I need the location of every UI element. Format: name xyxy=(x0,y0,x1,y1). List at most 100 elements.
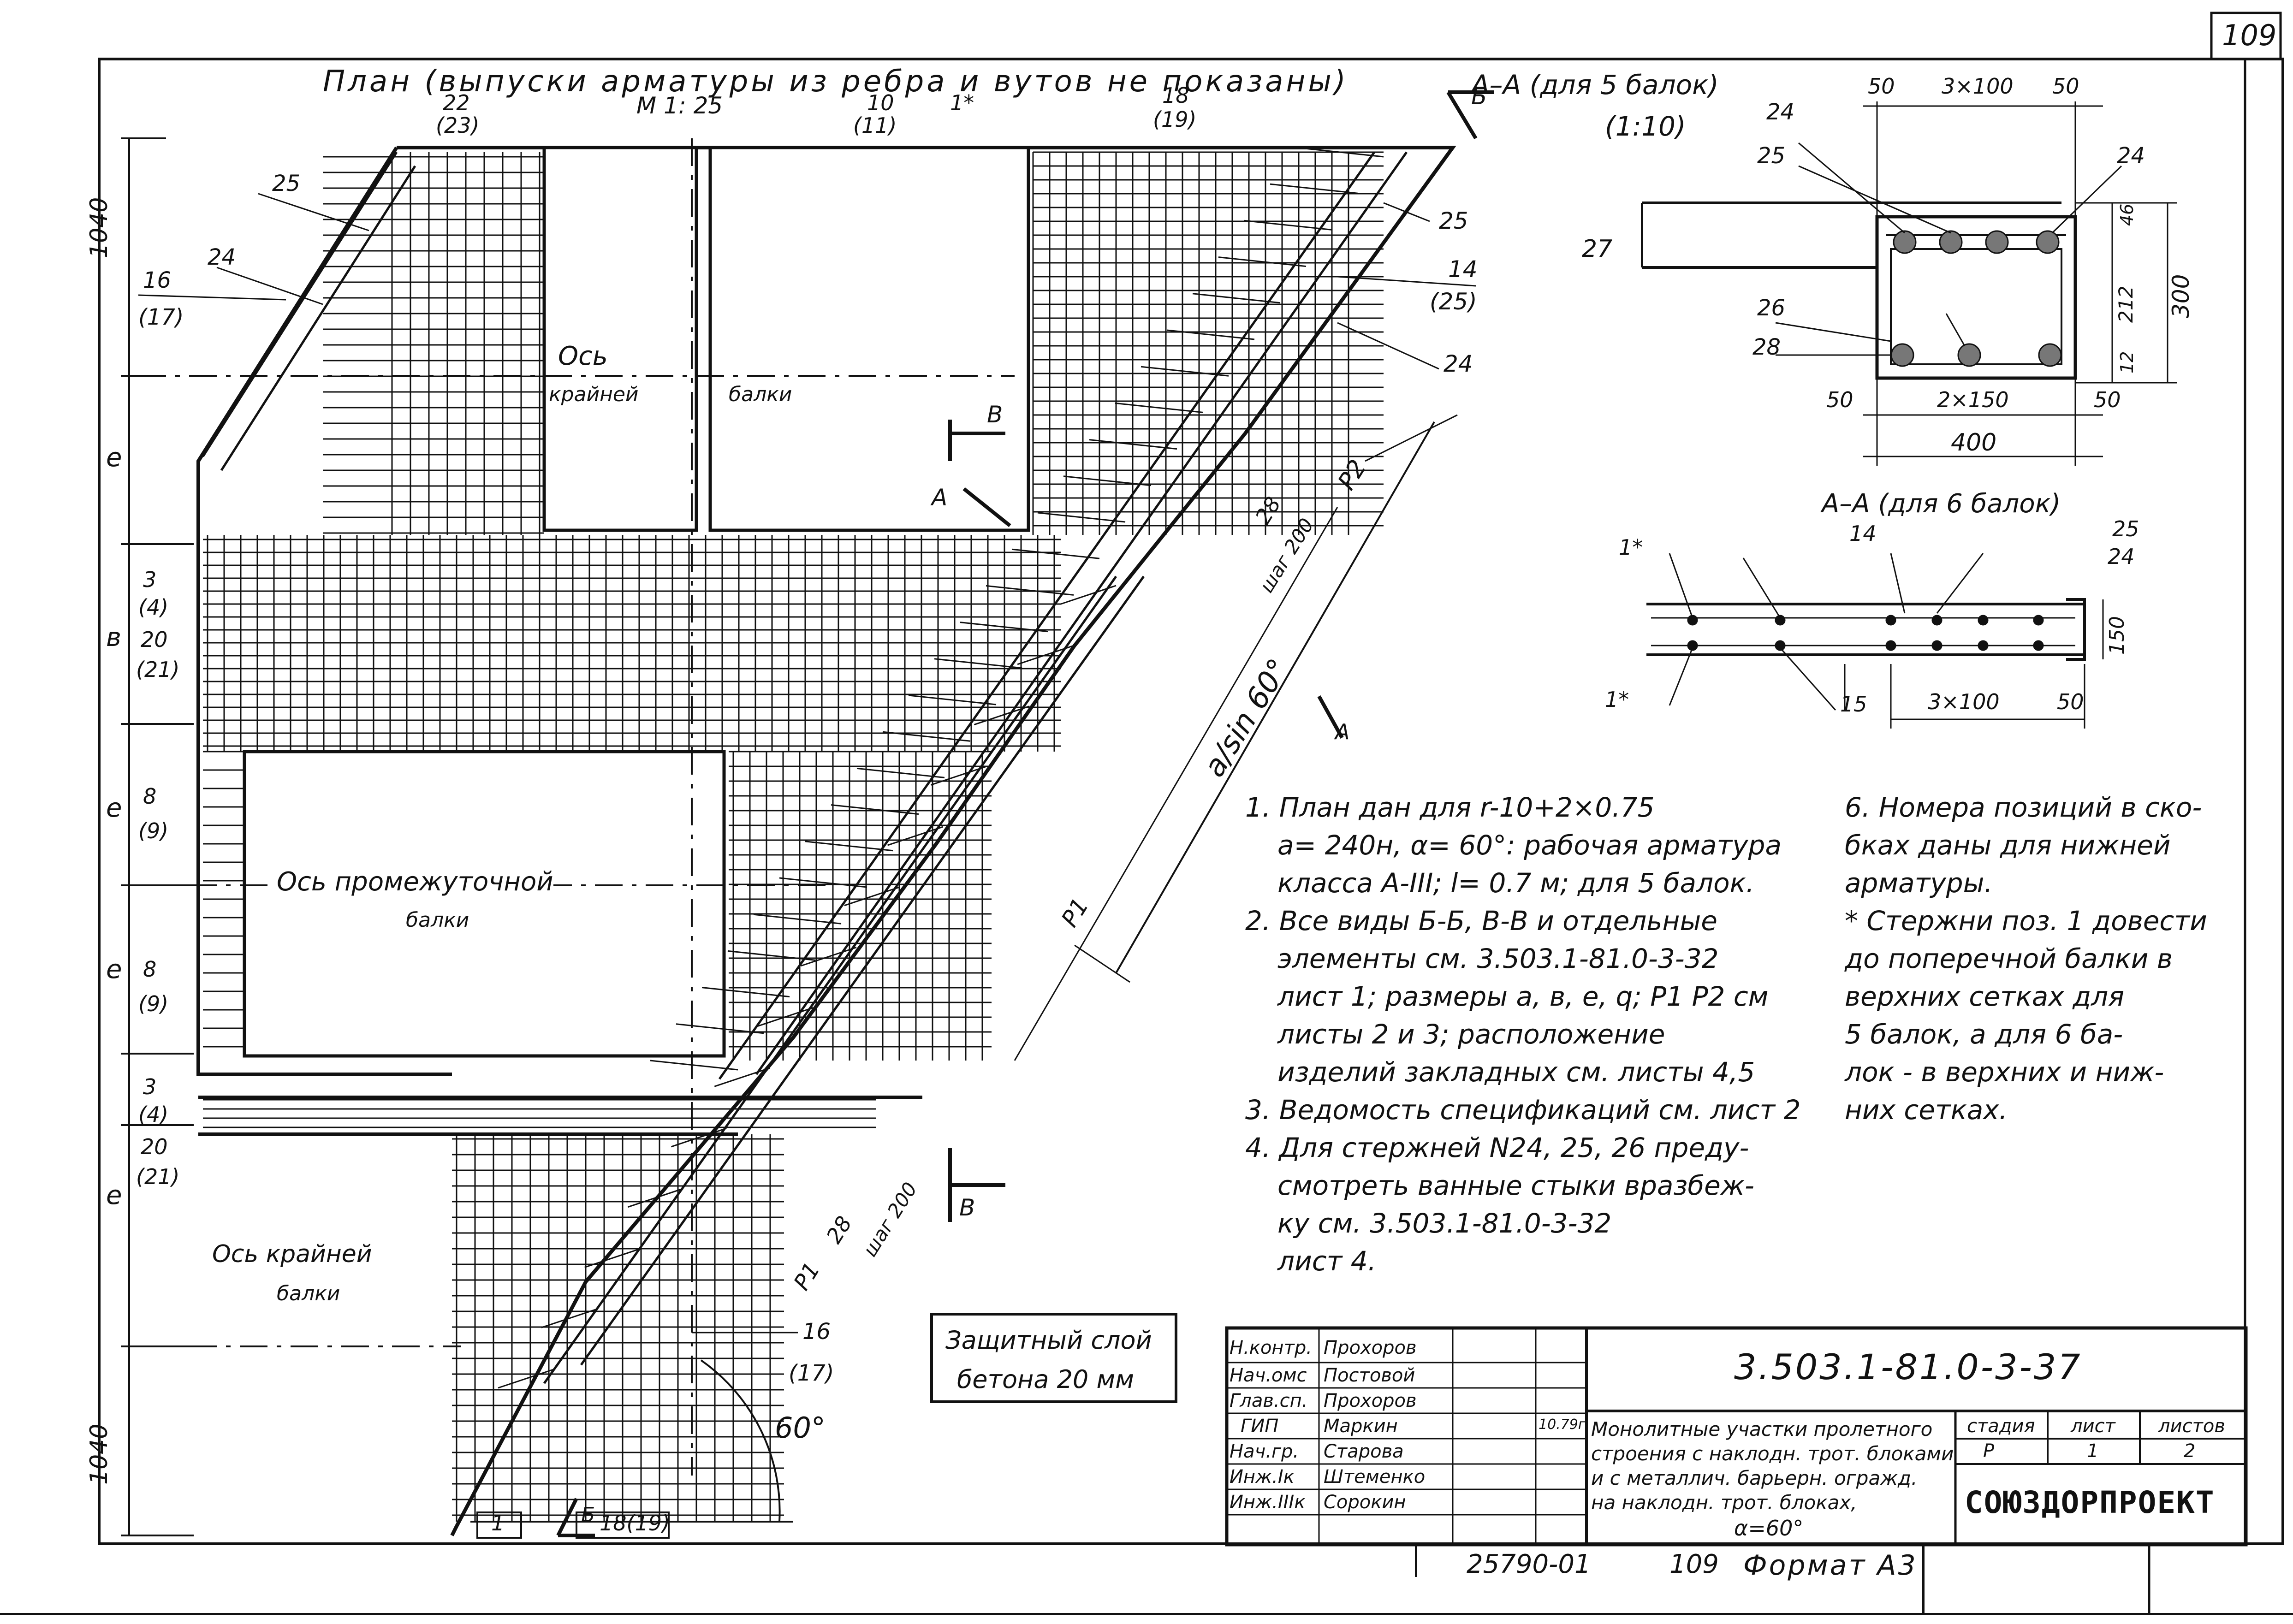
mark-24-right: 24 xyxy=(1444,350,1473,377)
s1-total-height: 300 xyxy=(2168,274,2194,318)
opening-top-right xyxy=(708,146,1030,532)
role-4: Нач.гр. xyxy=(1230,1441,1299,1462)
s1-dim-50-bl: 50 xyxy=(1826,387,1853,412)
s2-pos-1star-top: 1* xyxy=(1619,535,1643,560)
rebar-line xyxy=(882,731,971,742)
dim-1040-bottom: 1040 xyxy=(85,1423,113,1485)
pos-4b: (4) xyxy=(138,1102,169,1127)
plan-title: План (выпуски арматуры из ребра и вутов … xyxy=(323,65,1348,99)
note-line: лист 4. xyxy=(1277,1245,1377,1277)
rebar-line xyxy=(1166,329,1255,340)
plan-scale: М 1: 25 xyxy=(636,92,723,119)
rebar-line xyxy=(801,947,857,967)
description-1: строения с наклодн. трот. блоками xyxy=(1591,1442,1954,1465)
pos-4a: (4) xyxy=(138,595,169,620)
role-2: Глав.сп. xyxy=(1230,1390,1308,1411)
note-line: арматуры. xyxy=(1845,867,1993,899)
s1-pos-27: 27 xyxy=(1582,235,1613,263)
rebar-line xyxy=(1115,402,1203,413)
opening-middle xyxy=(243,750,726,1058)
cover-note-1: Защитный слой xyxy=(945,1326,1152,1355)
s1-dim-50-right: 50 xyxy=(2052,74,2079,99)
axis-outer-bottom-2: балки xyxy=(277,1282,340,1305)
inventory-number: 25790-01 xyxy=(1467,1549,1591,1579)
axis-middle-1: Ось промежуточной xyxy=(277,867,553,897)
section-mark-v-bottom: В xyxy=(959,1194,975,1221)
dim-1040-top: 1040 xyxy=(85,197,113,258)
dim-v: в xyxy=(106,622,122,652)
mark-14-right: 14 xyxy=(1448,256,1478,283)
mark-25b-right: (25) xyxy=(1430,288,1477,315)
role-6: Инж.IIIк xyxy=(1230,1492,1306,1513)
rebar-line xyxy=(1192,293,1281,304)
mark-11: (11) xyxy=(853,113,897,138)
s1-dim-2x150: 2×150 xyxy=(1937,387,2009,412)
dim-e-4: e xyxy=(106,1180,122,1210)
mark-10: 10 xyxy=(867,90,894,115)
s2-dim-3x100: 3×100 xyxy=(1928,689,2000,714)
axis-outer-bottom-1: Ось крайней xyxy=(212,1240,372,1268)
mark-25-left: 25 xyxy=(272,171,301,196)
s1-pos-24-left: 24 xyxy=(1766,99,1795,125)
mark-24-left: 24 xyxy=(208,244,236,270)
rebar-line xyxy=(584,1248,641,1268)
s2-pos-24: 24 xyxy=(2108,544,2135,569)
rebar-line xyxy=(628,1188,684,1208)
pos-16: 16 xyxy=(143,267,172,293)
note-line: до поперечной балки в xyxy=(1845,943,2173,974)
note-line: изделий закладных см. листы 4,5 xyxy=(1277,1056,1755,1088)
pos-9a: (9) xyxy=(138,818,169,843)
pos-3b: 3 xyxy=(143,1074,157,1099)
s2-pos-25: 25 xyxy=(2112,516,2139,541)
role-0: Н.контр. xyxy=(1230,1337,1312,1358)
note-line: ку см. 3.503.1-81.0-3-32 xyxy=(1277,1208,1612,1239)
opening-top-left xyxy=(542,146,698,532)
rebar-line xyxy=(844,886,900,907)
note-line: * Стержни поз. 1 довести xyxy=(1845,905,2207,936)
section1-title: А–А (для 5 балок) xyxy=(1471,69,1719,101)
note-line: бках даны для нижней xyxy=(1845,830,2171,861)
rebar-line xyxy=(930,765,986,786)
rebar-line xyxy=(1244,219,1332,231)
value-stage: Р xyxy=(1983,1440,1995,1462)
s2-dim-50: 50 xyxy=(2057,689,2084,714)
section-mark-a-left: А xyxy=(932,484,948,511)
rebar-line xyxy=(986,585,1074,596)
s1-dim-12: 12 xyxy=(2117,351,2137,373)
section-mark-b-bottom: Б xyxy=(581,1503,595,1527)
mark-18-19-bottom: 18(19) xyxy=(600,1511,670,1535)
s1-pos-28: 28 xyxy=(1752,334,1781,360)
outer-frame xyxy=(98,58,2284,1545)
plan-drawing xyxy=(121,90,1494,1539)
axis-outer-top-1: Ось xyxy=(558,341,608,371)
axis-middle-2: балки xyxy=(406,908,469,932)
pos-8b: 8 xyxy=(143,957,157,982)
rebar-line xyxy=(753,913,842,925)
s1-total-width: 400 xyxy=(1951,429,1997,456)
rebar-line xyxy=(1218,256,1307,267)
name-3: Маркин xyxy=(1324,1416,1398,1437)
rebar-line xyxy=(1037,512,1126,523)
sheet-number-box xyxy=(2210,12,2282,60)
s2-pos-15: 15 xyxy=(1840,692,1867,717)
rebar-line xyxy=(498,1369,554,1389)
value-sheet: 1 xyxy=(2087,1440,2099,1462)
footer-page: 109 xyxy=(1669,1549,1719,1579)
s2-pos-14: 14 xyxy=(1849,521,1877,546)
rebar-line xyxy=(908,694,997,705)
note-line: а= 240н, α= 60°: рабочая арматура xyxy=(1277,830,1782,861)
rebar-line xyxy=(541,1308,597,1328)
rebar-line xyxy=(831,804,919,815)
s2-pos-1star-bottom: 1* xyxy=(1605,687,1629,712)
name-1: Постовой xyxy=(1324,1365,1415,1386)
name-0: Прохоров xyxy=(1324,1337,1417,1358)
mark-23: (23) xyxy=(436,113,480,138)
notes-left: 1. План дан для r-10+2×0.75 а= 240н, α= … xyxy=(1245,788,1801,1280)
rebar-line xyxy=(934,658,1022,669)
rebar-line xyxy=(727,950,816,961)
mark-22: 22 xyxy=(443,90,470,115)
header-sheet: лист xyxy=(2071,1416,2115,1437)
note-line: листы 2 и 3; расположение xyxy=(1277,1019,1665,1050)
dim-e-1: e xyxy=(106,443,122,473)
